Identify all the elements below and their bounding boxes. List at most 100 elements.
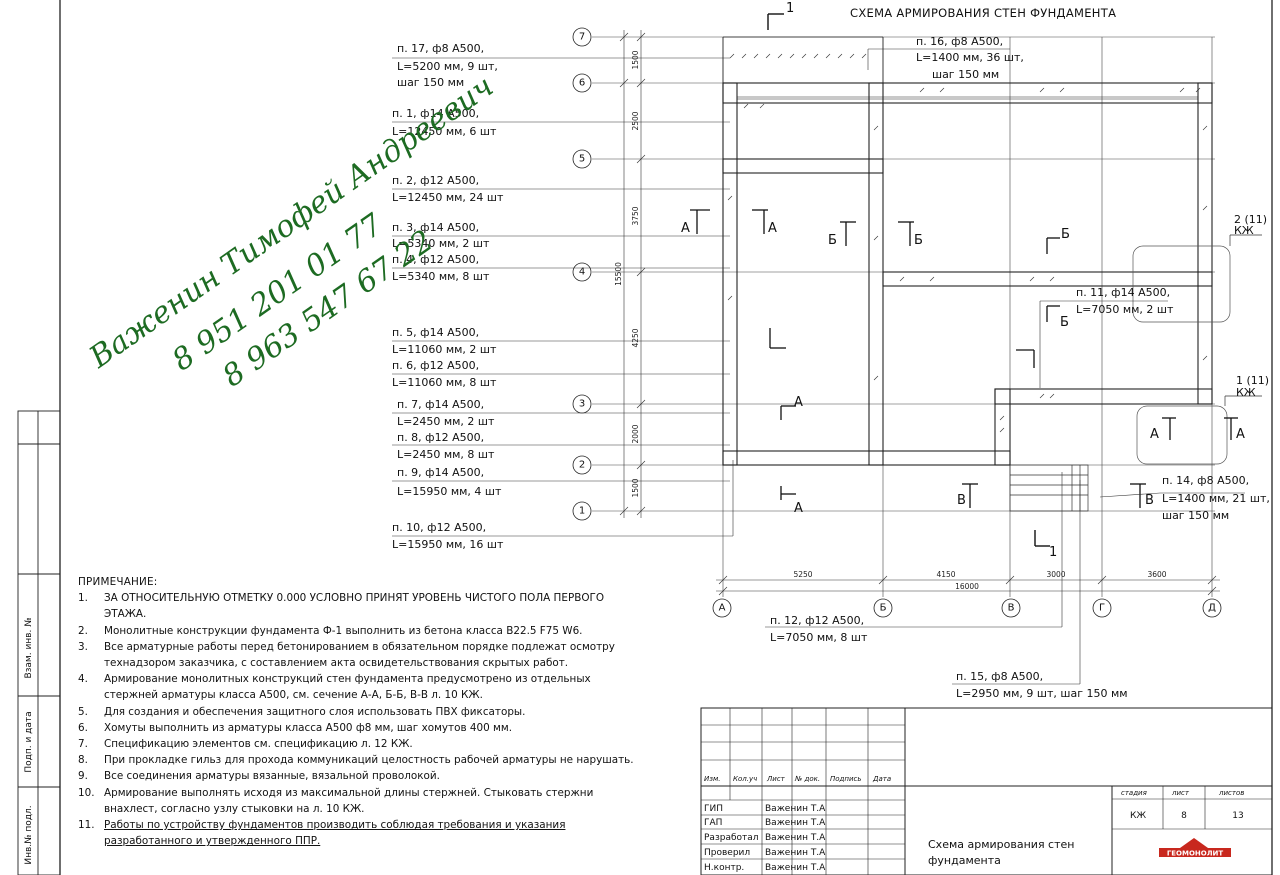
row-axis-4: 4 <box>579 267 585 278</box>
sec-a-2: А <box>768 221 777 236</box>
callout-9-l1: п. 9, ф14 А500, <box>397 466 484 479</box>
callout-8-l2: L=2450 мм, 8 шт <box>397 448 495 461</box>
sec-a-4: А <box>794 501 803 516</box>
callout-6-l2: L=11060 мм, 8 шт <box>392 376 497 389</box>
sec-v-1: В <box>957 493 966 508</box>
tb-sheet-header: лист <box>1171 789 1190 797</box>
callout-4-l2: L=5340 мм, 8 шт <box>392 270 490 283</box>
callout-1-l2: L=12450 мм, 6 шт <box>392 125 497 138</box>
note-number: 5. <box>78 705 88 718</box>
note-item: 1.ЗА ОТНОСИТЕЛЬНУЮ ОТМЕТКУ 0.000 УСЛОВНО… <box>78 590 638 622</box>
tb-sheet-title-1: Схема армирования стен <box>928 838 1074 851</box>
col-axis-d: Д <box>1208 603 1216 614</box>
tb-name-4: Важенин Т.А <box>765 848 826 858</box>
note-number: 6. <box>78 721 88 734</box>
note-text: Монолитные конструкции фундамента Ф-1 вы… <box>104 624 583 637</box>
row-dim-2: 2500 <box>631 111 640 130</box>
tb-stage-header: стадия <box>1121 789 1147 797</box>
tb-name-2: Важенин Т.А <box>765 818 826 828</box>
tb-name-1: Важенин Т.А <box>765 804 826 814</box>
callout-8-l1: п. 8, ф12 А500, <box>397 431 484 444</box>
col-axis-bubbles <box>712 598 1222 618</box>
title-block <box>700 707 1273 875</box>
sec-b-1: Б <box>828 233 837 248</box>
note-item: 6.Хомуты выполнить из арматуры класса А5… <box>78 720 638 736</box>
company-logo: ГЕОМОНОЛИТ <box>1159 838 1231 858</box>
node-1-outline <box>1136 405 1228 465</box>
tb-sheets-header: листов <box>1218 789 1244 797</box>
note-item: 2.Монолитные конструкции фундамента Ф-1 … <box>78 623 638 639</box>
tb-col-count: Кол.уч <box>733 775 757 783</box>
tb-role-5: Н.контр. <box>704 863 744 873</box>
col-dim-1: 5250 <box>793 570 812 579</box>
sec-a-6: А <box>1236 427 1245 442</box>
note-number: 10. <box>78 786 95 799</box>
callout-9-l2: L=15950 мм, 4 шт <box>397 485 502 498</box>
section-marks <box>690 209 1238 508</box>
callout-15-l2: L=2950 мм, 9 шт, шаг 150 мм <box>956 687 1128 700</box>
note-item: 11.Работы по устройству фундаментов прои… <box>78 817 638 849</box>
tb-role-2: ГАП <box>704 818 722 828</box>
tb-col-date: Дата <box>872 775 891 783</box>
note-item: 10. Армирование выполнять исходя из макси… <box>78 785 638 817</box>
sec-a-1: А <box>681 221 690 236</box>
tb-sheets-value: 13 <box>1232 811 1243 821</box>
row-axis-5: 5 <box>579 154 585 165</box>
callout-11-l2: L=7050 мм, 2 шт <box>1076 303 1174 316</box>
callout-7-l1: п. 7, ф14 А500, <box>397 398 484 411</box>
tb-sheet-value: 8 <box>1181 811 1187 821</box>
callout-10-l1: п. 10, ф12 А500, <box>392 521 486 534</box>
callout-15-l1: п. 15, ф8 А500, <box>956 670 1043 683</box>
callout-6-l1: п. 6, ф12 А500, <box>392 359 479 372</box>
porch-stairs <box>1009 464 1089 512</box>
callout-12-l2: L=7050 мм, 8 шт <box>770 631 868 644</box>
row-axis-3: 3 <box>579 399 585 410</box>
callout-10-l2: L=15950 мм, 16 шт <box>392 538 504 551</box>
callout-16-l3: шаг 150 мм <box>932 68 999 81</box>
sec-b-4: Б <box>1060 315 1069 330</box>
row-dim-5: 2000 <box>631 424 640 443</box>
callout-5-l1: п. 5, ф14 А500, <box>392 326 479 339</box>
row-axis-1: 1 <box>579 506 585 517</box>
tb-col-docnum: № док. <box>794 775 820 783</box>
note-text: Спецификацию элементов см. спецификацию … <box>104 738 413 751</box>
side-stamp-inventory: Инв.№ подл. <box>24 805 34 864</box>
row-axis-2: 2 <box>579 460 585 471</box>
col-dim-total: 16000 <box>955 582 979 591</box>
callout-3-l2: L=5340 мм, 2 шт <box>392 237 490 250</box>
callout-3-l1: п. 3, ф14 А500, <box>392 221 479 234</box>
callout-4-l1: п. 4, ф12 А500, <box>392 253 479 266</box>
col-axis-g: Г <box>1099 603 1105 614</box>
note-text: Работы по устройству фундаментов произво… <box>104 819 566 848</box>
cut-1-top-label: 1 <box>786 1 794 16</box>
sec-v-2: В <box>1145 493 1154 508</box>
callout-16-l2: L=1400 мм, 36 шт, <box>916 51 1024 64</box>
col-dim-4: 3600 <box>1147 570 1166 579</box>
note-text: Армирование выполнять исходя из максимал… <box>104 786 594 815</box>
note-text: При прокладке гильз для прохода коммуник… <box>104 754 634 767</box>
note-text: Все соединения арматуры вязанные, вязаль… <box>104 770 440 783</box>
row-dim-1: 1500 <box>631 50 640 69</box>
callout-17-l3: шаг 150 мм <box>397 76 464 89</box>
notes-heading: ПРИМЕЧАНИЕ: <box>78 576 158 588</box>
tb-col-change: Изм. <box>704 775 720 783</box>
note-item: 9. Все соединения арматуры вязанные, вяза… <box>78 768 638 784</box>
tb-name-3: Важенин Т.А <box>765 833 826 843</box>
note-item: 4.Армирование монолитных конструкций сте… <box>78 671 638 703</box>
tb-role-4: Проверил <box>704 848 750 858</box>
col-dim-2: 4150 <box>936 570 955 579</box>
tb-role-3: Разработал <box>704 833 759 843</box>
left-leaders <box>392 57 734 537</box>
col-axis-a: А <box>719 603 726 614</box>
note-text: ЗА ОТНОСИТЕЛЬНУЮ ОТМЕТКУ 0.000 УСЛОВНО П… <box>104 592 605 621</box>
callout-14-l1: п. 14, ф8 А500, <box>1162 474 1249 487</box>
note-item: 8. При прокладке гильз для прохода коммун… <box>78 752 638 768</box>
callout-14-l2: L=1400 мм, 21 шт, <box>1162 492 1270 505</box>
note-number: 9. <box>78 770 88 783</box>
col-axis-v: В <box>1008 603 1015 614</box>
note-number: 8. <box>78 754 88 767</box>
note-number: 4. <box>78 673 88 686</box>
foundation-walls <box>722 36 1213 466</box>
general-notes: ПРИМЕЧАНИЕ: 1.ЗА ОТНОСИТЕЛЬНУЮ ОТМЕТКУ 0… <box>78 574 638 849</box>
rebar-ticks <box>727 53 1208 433</box>
